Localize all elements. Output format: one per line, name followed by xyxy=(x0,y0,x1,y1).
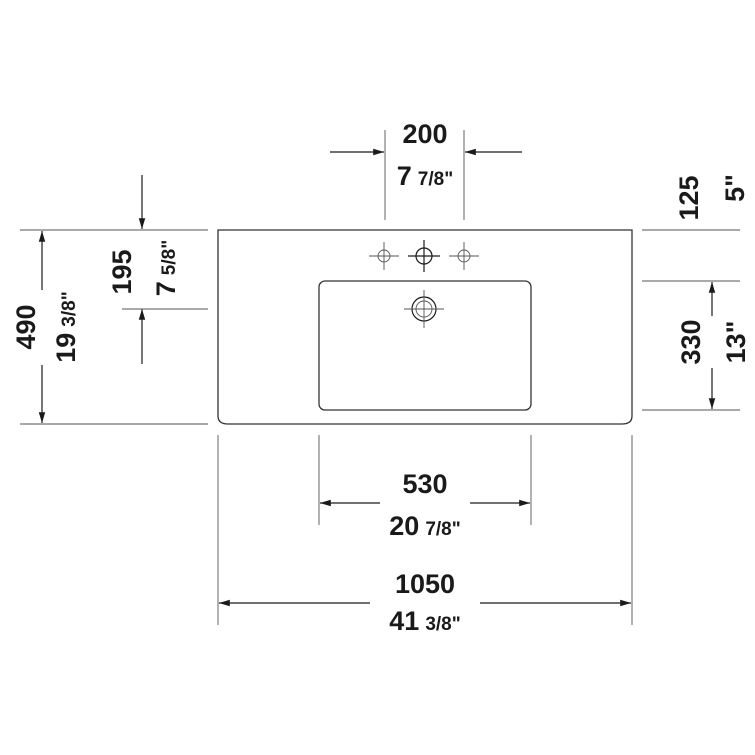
depth-mm: 490 xyxy=(11,304,41,349)
dimension-bowl-depth: 330 13" xyxy=(642,282,751,411)
dimension-depth: 490 193/8" xyxy=(11,229,208,425)
dimension-tap-offset: 125 5" xyxy=(642,174,750,282)
bowl-depth-in: 13" xyxy=(721,321,751,364)
tap-to-drain-in: 75/8" xyxy=(151,240,181,296)
bowl-width-mm: 530 xyxy=(402,469,447,499)
tap-hole-center xyxy=(408,240,440,272)
tap-hole-left xyxy=(369,242,399,270)
tap-spacing-mm: 200 xyxy=(402,119,447,149)
bowl-outline xyxy=(318,280,532,411)
tap-hole-right xyxy=(449,242,479,270)
tap-to-drain-mm: 195 xyxy=(107,249,137,294)
tap-offset-in: 5" xyxy=(720,174,750,202)
bowl-depth-mm: 330 xyxy=(676,319,706,364)
basin-outline xyxy=(217,229,633,425)
drain-hole xyxy=(404,290,444,328)
depth-in: 193/8" xyxy=(51,291,81,362)
overall-width-mm: 1050 xyxy=(395,569,455,599)
dimension-tap-to-drain: 195 75/8" xyxy=(107,175,208,364)
tap-offset-mm: 125 xyxy=(674,175,704,220)
